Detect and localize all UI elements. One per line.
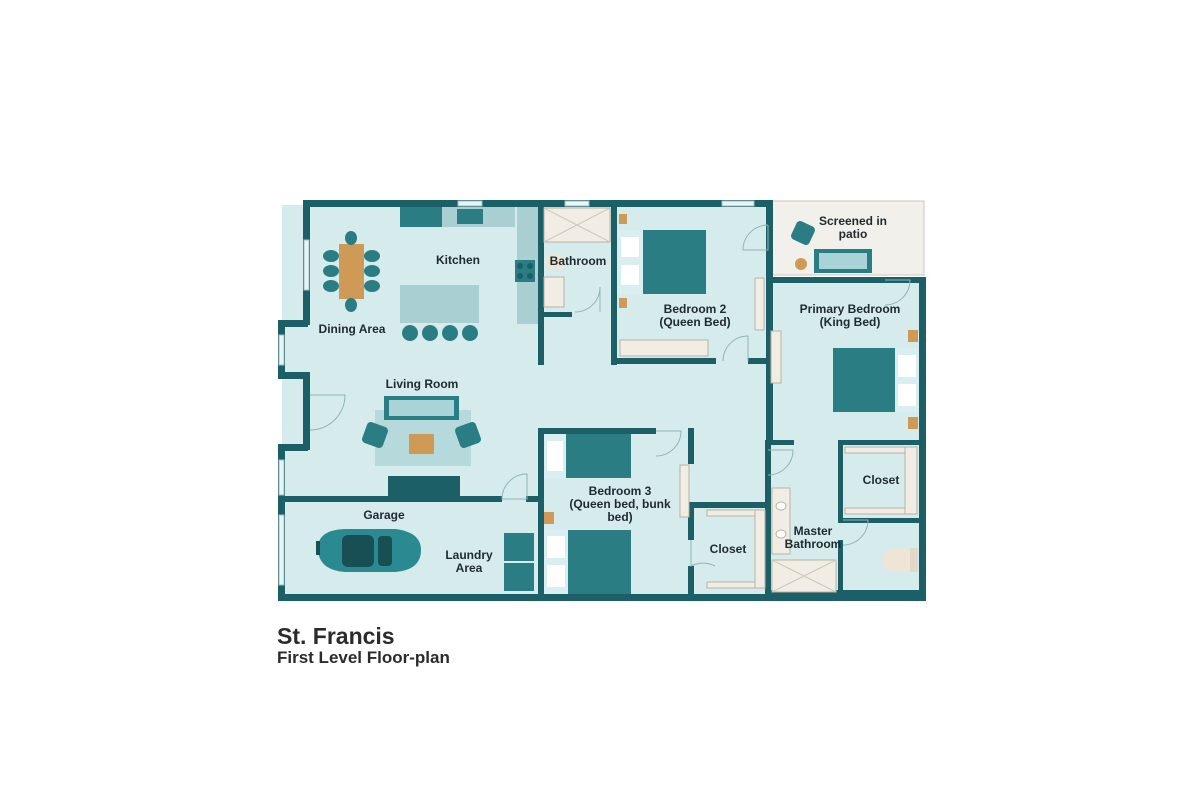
bedroom3-furniture — [544, 434, 690, 594]
room-label-line: Primary Bedroom — [800, 302, 901, 316]
room-label-line: Bedroom 3 — [589, 484, 652, 498]
label-garage: Garage — [363, 508, 405, 522]
windows — [278, 200, 755, 586]
room-label-line: Master — [794, 524, 833, 538]
room-label-line: Closet — [863, 473, 900, 487]
door-swings — [309, 224, 911, 567]
car-icon — [316, 529, 421, 572]
label-living: Living Room — [386, 377, 459, 391]
room-label-line: (Queen Bed) — [659, 315, 730, 329]
master-bath-fixtures — [771, 487, 918, 593]
label-closet-primary: Closet — [863, 473, 900, 487]
room-label-line: Closet — [710, 542, 747, 556]
toilet-icon — [882, 548, 914, 572]
room-label-line: Laundry — [445, 548, 493, 562]
room-label-line: (King Bed) — [820, 315, 881, 329]
room-label-line: Garage — [363, 508, 405, 522]
plan-title: St. Francis — [277, 623, 395, 649]
room-label-line: patio — [839, 227, 868, 241]
room-label-line: Bathroom — [785, 537, 842, 551]
label-closet-b3: Closet — [710, 542, 747, 556]
closet-b3-shelves — [706, 509, 766, 589]
laundry-machines — [504, 533, 534, 591]
bathroom-fixtures — [543, 207, 611, 308]
dining-table-icon — [323, 231, 380, 312]
label-kitchen: Kitchen — [436, 253, 480, 267]
room-label-line: Living Room — [386, 377, 459, 391]
room-label-line: (Queen bed, bunk — [569, 497, 671, 511]
label-bedroom2: Bedroom 2(Queen Bed) — [659, 302, 730, 329]
room-label-line: Bedroom 2 — [664, 302, 727, 316]
room-label-line: bed) — [607, 510, 632, 524]
closet-shelves — [844, 446, 918, 515]
label-bathroom: Bathroom — [550, 254, 607, 268]
kitchen-island — [400, 285, 479, 323]
kitchen-counters — [400, 207, 538, 341]
king-bed-icon — [770, 330, 918, 429]
bed-icon — [617, 214, 765, 357]
stove-icon — [515, 260, 535, 282]
room-label-line: Area — [456, 561, 483, 575]
coffee-table — [409, 434, 434, 454]
plan-subtitle: First Level Floor-plan — [277, 648, 450, 667]
room-label-line: Dining Area — [319, 322, 386, 336]
room-label-line: Bathroom — [550, 254, 607, 268]
patio-furniture — [791, 221, 872, 273]
living-furniture — [362, 396, 481, 466]
label-primary: Primary Bedroom(King Bed) — [800, 302, 901, 329]
room-label-line: Screened in — [819, 214, 887, 228]
room-label-line: Kitchen — [436, 253, 480, 267]
label-dining: Dining Area — [319, 322, 386, 336]
